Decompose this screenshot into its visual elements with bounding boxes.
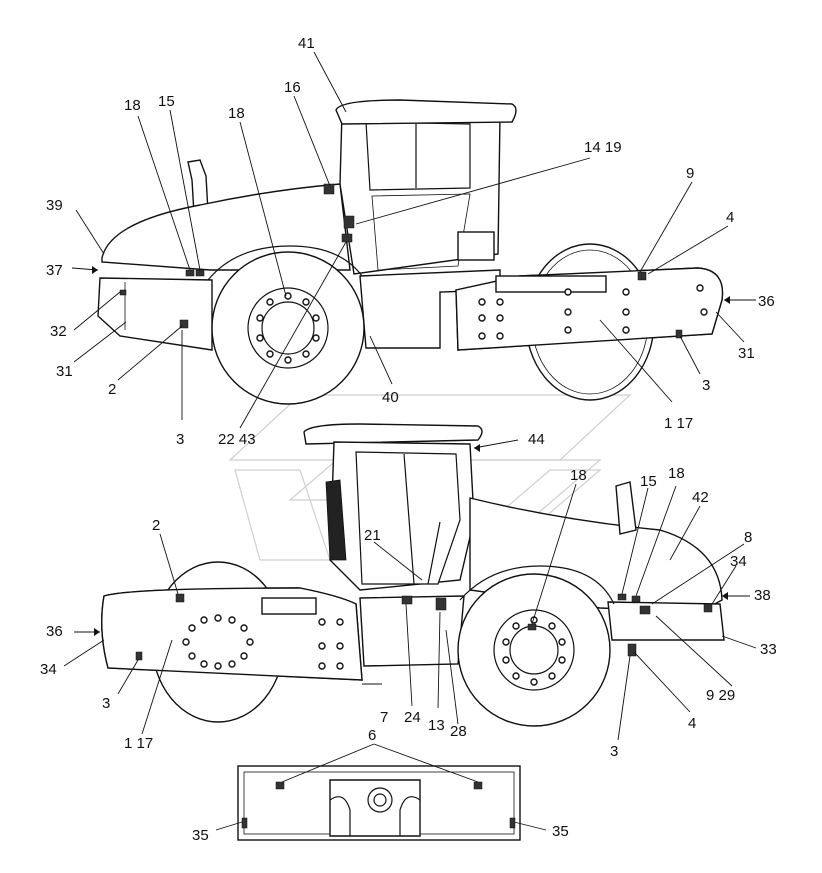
callout-6: 6 (368, 727, 376, 744)
leader-lines (63, 51, 757, 831)
callout-36-a: 36 (758, 293, 775, 310)
callout-4: 4 (726, 209, 734, 226)
callout-35-b: 35 (552, 823, 569, 840)
callout-15-b: 15 (640, 473, 657, 490)
callout-9-29: 9 29 (706, 687, 735, 704)
callout-42: 42 (692, 489, 709, 506)
callout-32: 32 (50, 323, 67, 340)
callout-28: 28 (450, 723, 467, 740)
callout-37: 37 (46, 262, 63, 279)
callout-31-a: 31 (56, 363, 73, 380)
callout-44: 44 (528, 431, 545, 448)
callout-15: 15 (158, 93, 175, 110)
callout-8: 8 (744, 529, 752, 546)
callout-1-17-a: 1 17 (664, 415, 693, 432)
callout-16: 16 (284, 79, 301, 96)
callout-4-b: 4 (688, 715, 696, 732)
machine-rear-view (237, 765, 521, 841)
callout-labels-top-view: 41 16 18 15 18 14 19 9 4 39 37 36 32 31 … (46, 35, 775, 448)
callout-labels-bottom-view: 44 18 15 18 42 8 34 38 21 2 36 34 33 3 1… (40, 431, 777, 760)
callout-labels-rear-view: 6 35 35 (192, 727, 569, 844)
callout-34-b: 34 (40, 661, 57, 678)
callout-18-a: 18 (124, 97, 141, 114)
callout-41: 41 (298, 35, 315, 52)
callout-18-d: 18 (668, 465, 685, 482)
callout-3-a: 3 (176, 431, 184, 448)
callout-13: 13 (428, 717, 445, 734)
callout-3-b: 3 (702, 377, 710, 394)
callout-18-b: 18 (228, 105, 245, 122)
callout-39: 39 (46, 197, 63, 214)
callout-31-b: 31 (738, 345, 755, 362)
machine-left-side-view (97, 99, 724, 405)
callout-24: 24 (404, 709, 421, 726)
callout-22-43: 22 43 (218, 431, 256, 448)
callout-7: 7 (380, 709, 388, 726)
wheel-bolts-top (256, 292, 320, 364)
callout-14-19: 14 19 (584, 139, 622, 156)
wheel-bolts-bottom (502, 616, 566, 686)
arrowheads (92, 266, 730, 636)
machine-right-side-view (101, 423, 725, 727)
callout-2-b: 2 (152, 517, 160, 534)
callout-33: 33 (760, 641, 777, 658)
frame-bolts-top (478, 284, 708, 340)
callout-3-d: 3 (610, 743, 618, 760)
drum-bolt-ring (182, 614, 344, 670)
callout-21: 21 (364, 527, 381, 544)
callout-35-a: 35 (192, 827, 209, 844)
callout-36-b: 36 (46, 623, 63, 640)
callout-9: 9 (686, 165, 694, 182)
callout-3-c: 3 (102, 695, 110, 712)
callout-1-17-b: 1 17 (124, 735, 153, 752)
callout-38: 38 (754, 587, 771, 604)
callout-40: 40 (382, 389, 399, 406)
callout-2-a: 2 (108, 381, 116, 398)
callout-18-c: 18 (570, 467, 587, 484)
callout-34-a: 34 (730, 553, 747, 570)
